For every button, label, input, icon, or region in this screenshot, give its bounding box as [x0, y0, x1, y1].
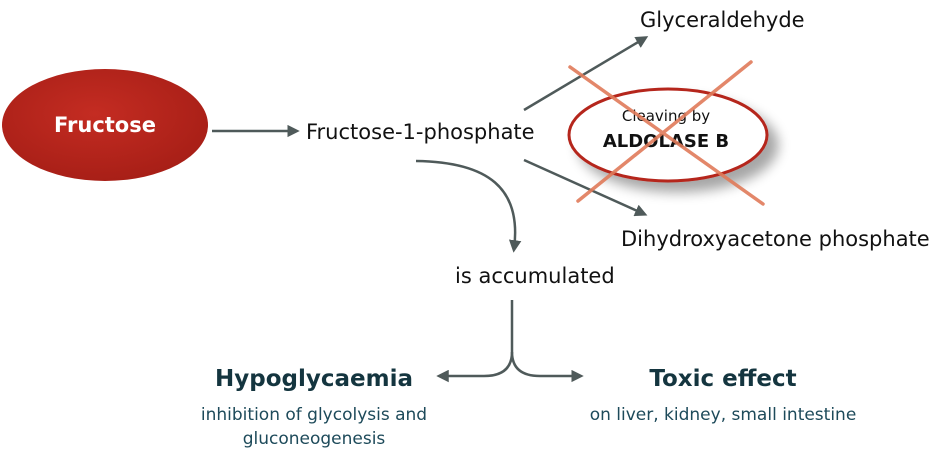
hypoglycaemia-desc-line1: inhibition of glycolysis and	[201, 405, 427, 425]
cleaving-by-label: Cleaving by	[622, 107, 710, 125]
toxic-effect-desc-line1: on liver, kidney, small intestine	[590, 405, 857, 425]
fructose-node: Fructose	[2, 69, 208, 181]
arrow-f1p-to-accumulated	[415, 159, 522, 253]
glyceraldehyde-label: Glyceraldehyde	[640, 8, 805, 32]
aldolase-b-label: ALDOLASE B	[603, 131, 729, 152]
blocked-cross-icon	[568, 60, 765, 206]
arrow-to-toxic-effect	[510, 351, 584, 383]
arrow-to-hypoglycaemia	[436, 300, 514, 383]
dihydroxyacetone-phosphate-label: Dihydroxyacetone phosphate	[621, 227, 930, 251]
is-accumulated-label: is accumulated	[455, 264, 615, 288]
split-arrows	[436, 300, 584, 383]
arrow-f1p-to-glyceraldehyde	[523, 36, 649, 112]
toxic-effect-title: Toxic effect	[649, 366, 796, 392]
hypoglycaemia-title: Hypoglycaemia	[215, 366, 413, 392]
arrow-f1p-to-dhap	[523, 158, 648, 217]
fructose-label: Fructose	[54, 113, 156, 137]
fructose-1-phosphate-label: Fructose-1-phosphate	[306, 120, 535, 144]
hypoglycaemia-desc-line2: gluconeogenesis	[243, 429, 386, 449]
